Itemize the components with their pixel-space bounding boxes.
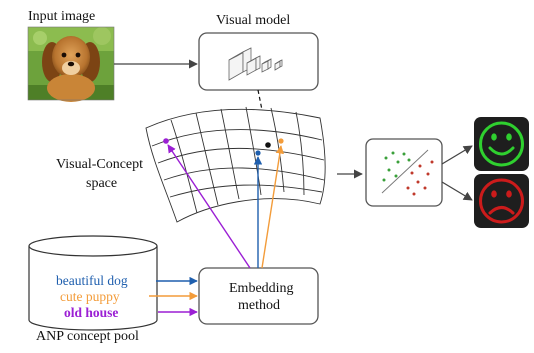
neural-network-layers-icon [228, 47, 283, 81]
input-image-label: Input image [28, 9, 96, 24]
arrow-to-negative [441, 181, 473, 201]
embedding-label-line2: method [238, 298, 280, 313]
visual-model-label: Visual model [216, 13, 291, 28]
anp-beautiful-dog: beautiful dog [56, 273, 128, 288]
space-point-image [265, 142, 271, 148]
arrow-to-positive [441, 145, 473, 165]
space-label-line2: space [86, 176, 118, 191]
scatter-classifier-icon [381, 149, 434, 196]
anp-concept-pool-cylinder [28, 235, 158, 331]
concept-pool-label: ANP concept pool [36, 329, 139, 344]
space-point-purple [163, 138, 169, 144]
sad-face-icon [474, 174, 529, 228]
happy-face-icon [474, 117, 529, 171]
anp-cute-puppy: cute puppy [60, 289, 120, 304]
embedding-method-box [198, 267, 319, 325]
arrow-embed-purple [167, 144, 251, 269]
embedding-label-line1: Embedding [229, 281, 294, 296]
puppy-photo [27, 26, 115, 102]
anp-old-house: old house [64, 305, 119, 320]
space-label-line1: Visual-Concept [56, 157, 144, 172]
space-point-blue [255, 150, 261, 156]
space-point-orange [278, 138, 284, 144]
arrow-embed-orange [261, 145, 284, 269]
visual-concept-space-grid [145, 106, 326, 223]
